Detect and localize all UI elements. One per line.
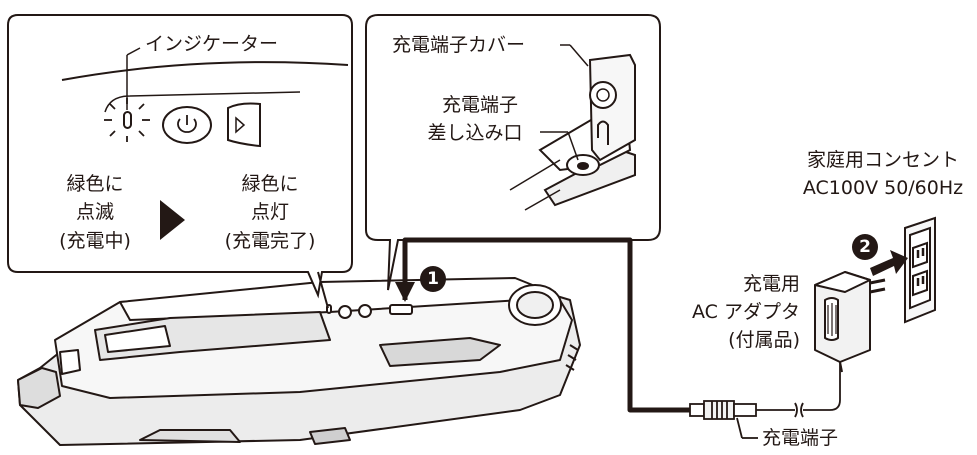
outlet-label-line1: 家庭用コンセント [806,149,959,171]
adapter-label-line1: 充電用 [742,273,800,295]
state-lit-line3: (充電完了) [224,230,316,252]
port-label-line1: 充電端子 [441,94,518,116]
cable-route [402,237,690,413]
state-blink-line2: 点滅 [75,201,114,223]
state-lit-line2: 点灯 [250,201,289,223]
arrow-down-icon [395,282,415,302]
step-1-badge: 1 [420,266,446,292]
cover-label: 充電端子カバー [392,34,526,56]
callout-port [365,14,661,291]
outlet-label-line2: AC100V 50/60Hz [802,177,964,199]
dc-plug [689,360,841,439]
arrow-right-icon [160,200,185,240]
state-blink-line1: 緑色に [66,173,124,195]
plug-label: 充電端子 [762,427,839,449]
tape-device [17,277,581,446]
ac-adapter [814,271,886,373]
adapter-label-line2: AC アダプタ [692,301,800,323]
callout-indicator [7,14,353,309]
arrow-plug-icon [870,250,908,276]
port-label-line2: 差し込み口 [427,122,523,144]
state-blink-line3: (充電中) [59,230,131,252]
state-lit-line1: 緑色に [241,173,299,195]
step-2-badge: 2 [852,234,878,260]
indicator-label: インジケーター [145,33,279,55]
adapter-label-line3: (付属品) [728,329,800,351]
wall-outlet [904,216,936,324]
